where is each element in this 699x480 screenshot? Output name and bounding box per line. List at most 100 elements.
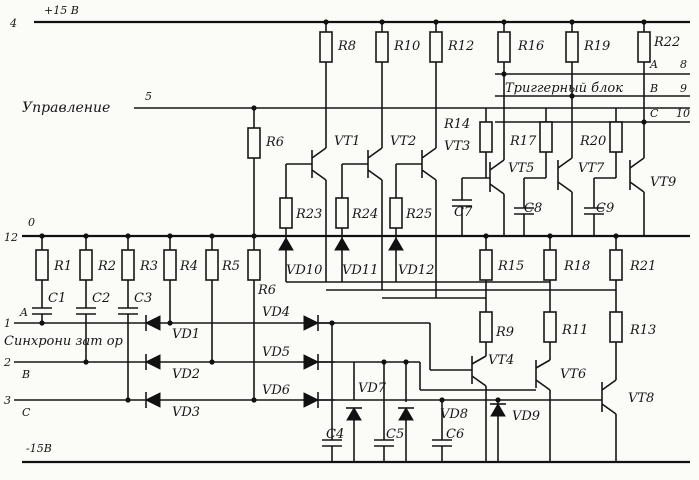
r1-label: R1 [53, 259, 72, 274]
r3-label: R3 [139, 259, 158, 274]
input-network: R1 C1 R2 C2 R3 C3 R4 [32, 233, 320, 420]
c7-label: C7 [454, 205, 473, 220]
vt8-label: VT8 [628, 391, 654, 406]
vd12-diode [388, 237, 404, 251]
r6-upper-label: R6 [265, 135, 284, 150]
r12-resistor [429, 31, 443, 63]
c9-label: C9 [596, 201, 614, 216]
trigger-block-label: Триггерный блок [505, 81, 623, 96]
r1-resistor [35, 249, 49, 281]
trigger-out-b-pin: 9 [680, 82, 687, 95]
r10-resistor [375, 31, 389, 63]
vd6-label: VD6 [262, 383, 290, 398]
r22-resistor [637, 31, 651, 63]
control-label: Управление [22, 100, 110, 116]
vd5-label: VD5 [262, 345, 290, 360]
r14-label: R14 [443, 117, 470, 132]
c2-label: C2 [92, 291, 110, 306]
vt4-label: VT4 [488, 353, 514, 368]
sync-label: Синхрони зат ор [4, 334, 124, 349]
vd2-label: VD2 [172, 367, 200, 382]
vd3-diode [144, 392, 161, 408]
rail-plus15: 4 +15 В [9, 4, 690, 30]
vd5-diode [303, 354, 320, 370]
rail-minus15-label: -15В [26, 442, 52, 455]
vd4-diode [303, 315, 320, 331]
r8-resistor [319, 31, 333, 63]
r6-upper-resistor [247, 127, 261, 159]
input-b-pin: 2 [3, 356, 11, 369]
r21-label: R21 [629, 259, 656, 274]
input-c-pin: 3 [4, 394, 11, 407]
r3-resistor [121, 249, 135, 281]
bottom-network: C4 VD7 C5 VD8 C6 VD9 [318, 320, 602, 462]
vt1-label: VT1 [334, 134, 360, 149]
r13-resistor [609, 311, 623, 343]
vd12-label: VD12 [398, 263, 434, 278]
r20-resistor [609, 121, 623, 153]
vd2-diode [144, 354, 161, 370]
r18-resistor [543, 249, 557, 281]
r5-resistor [205, 249, 219, 281]
vd4-label: VD4 [262, 305, 290, 320]
r23-label: R23 [295, 207, 322, 222]
r19-label: R19 [583, 39, 610, 54]
control-pin: 5 [145, 90, 152, 103]
vt5-label: VT5 [508, 161, 534, 176]
r17-resistor [539, 121, 553, 153]
r11-label: R11 [561, 323, 588, 338]
input-a-pin: 1 [4, 317, 11, 330]
r23-resistor [279, 197, 293, 229]
r4-label: R4 [179, 259, 198, 274]
r6-lower-label: R6 [257, 283, 276, 298]
r16-resistor [497, 31, 511, 63]
vd11-diode [334, 237, 350, 251]
trigger-out-a: A [649, 58, 658, 71]
vd10-label: VD10 [286, 263, 322, 278]
vd1-label: VD1 [172, 327, 200, 342]
vd9-diode [490, 403, 506, 417]
vd8-label: VD8 [440, 407, 468, 422]
sync-inputs: 1 A 2 B 3 C Синхрони зат ор [3, 306, 335, 419]
r11-resistor [543, 311, 557, 343]
r17-label: R17 [509, 134, 537, 149]
r25-resistor [389, 197, 403, 229]
c6-label: C6 [446, 427, 464, 442]
input-c-label: C [22, 406, 31, 419]
trigger-stage: R16 VT5 C7 R17 C8 R19 [452, 19, 680, 236]
vd6-diode [303, 392, 320, 408]
input-b-label: B [21, 368, 30, 381]
vd11-label: VD11 [342, 263, 378, 278]
c1-label: C1 [48, 291, 66, 306]
c8-label: C8 [524, 201, 542, 216]
r4-resistor [163, 249, 177, 281]
control-line: Управление 5 [22, 90, 690, 116]
r13-label: R13 [629, 323, 656, 338]
r12-label: R12 [447, 39, 474, 54]
r15-label: R15 [497, 259, 524, 274]
r2-label: R2 [97, 259, 116, 274]
c4-label: C4 [326, 427, 344, 442]
r6-lower-resistor [247, 249, 261, 281]
trigger-out-b: B [649, 82, 658, 95]
vt6-label: VT6 [560, 367, 586, 382]
vt7-label: VT7 [578, 161, 605, 176]
r9-label: R9 [495, 325, 514, 340]
r16-label: R16 [517, 39, 544, 54]
trigger-out-a-pin: 8 [680, 58, 687, 71]
vd10-diode [278, 237, 294, 251]
c5-label: C5 [386, 427, 404, 442]
r14-resistor [479, 121, 493, 153]
r15-resistor [479, 249, 493, 281]
c3-label: C3 [134, 291, 152, 306]
r2-resistor [79, 249, 93, 281]
r24-label: R24 [351, 207, 378, 222]
vt3-label: VT3 [444, 139, 470, 154]
vd1-diode [144, 315, 161, 331]
vt2-label: VT2 [390, 134, 416, 149]
trigger-out-c-pin: 10 [676, 107, 690, 120]
upper-channels: R6 R8 VT1 R23 VD10 R10 VT2 R24 [247, 19, 616, 299]
rail-zero-pin: 12 [4, 231, 18, 244]
